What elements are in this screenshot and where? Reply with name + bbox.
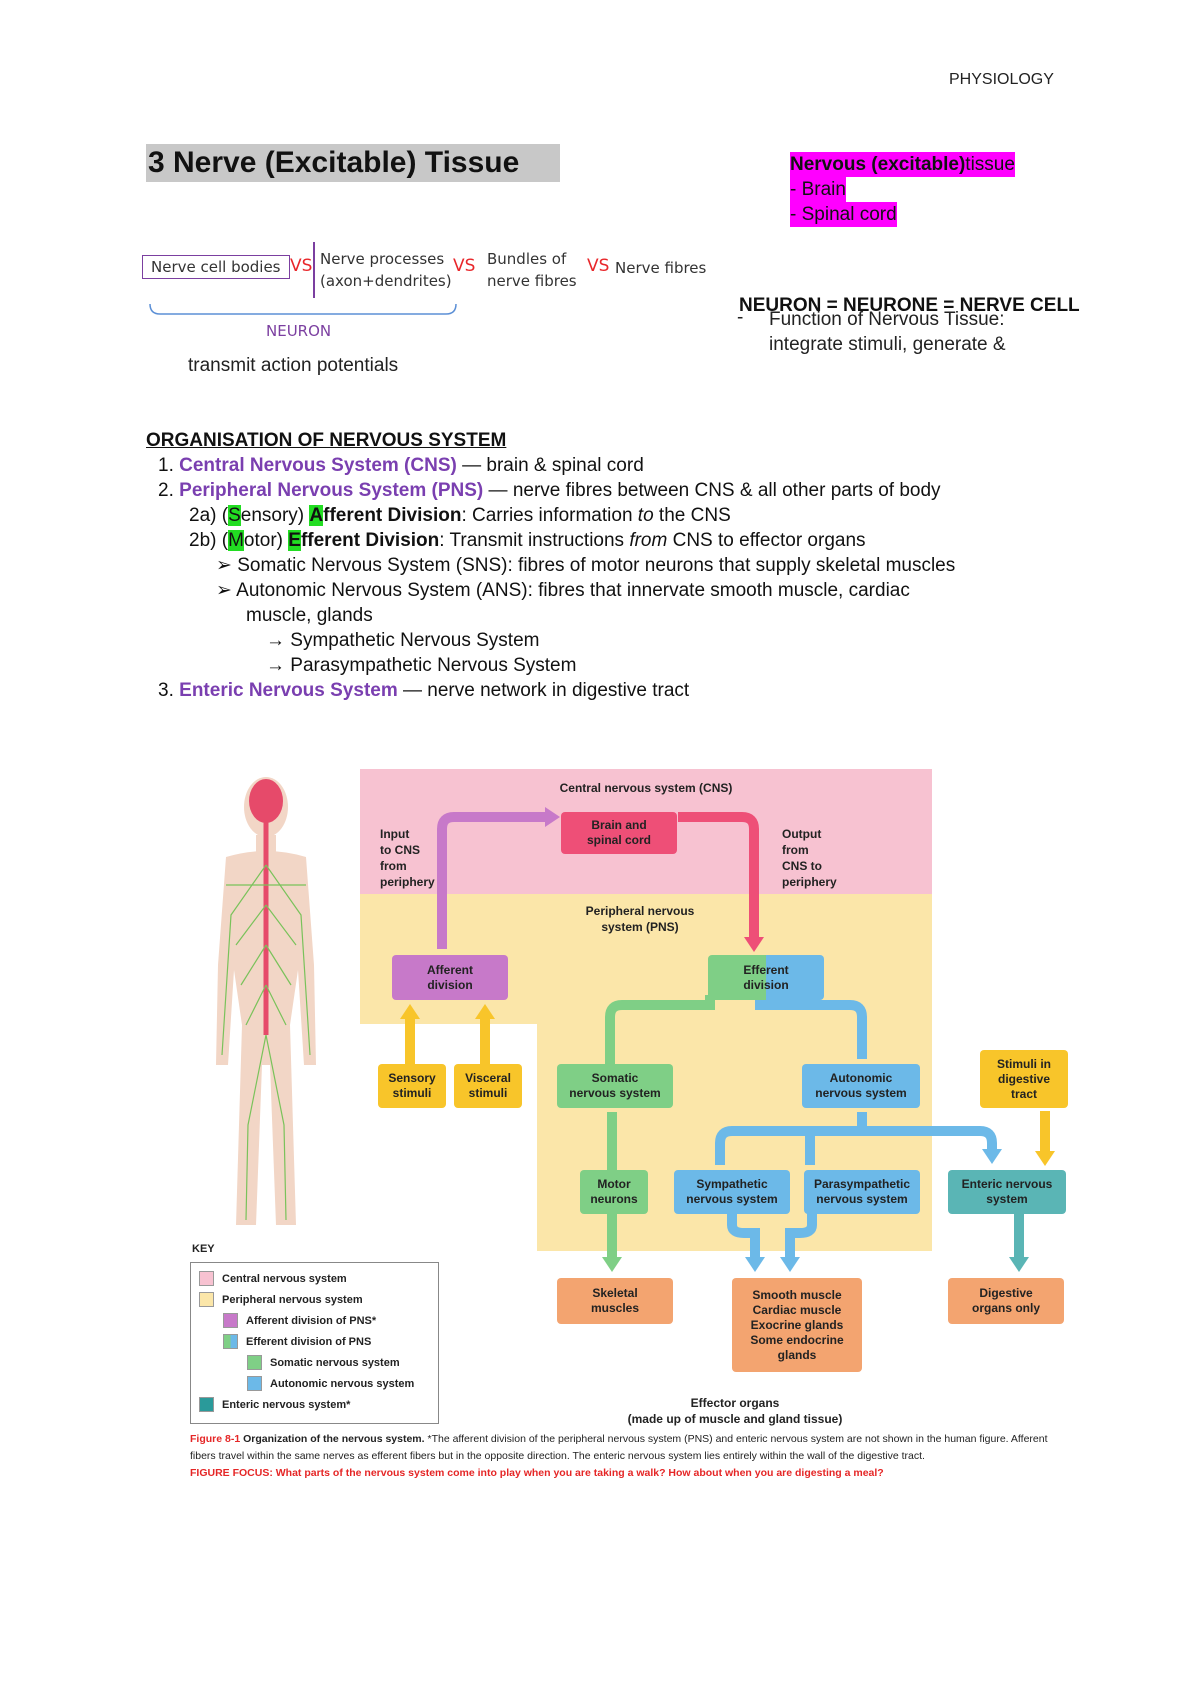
function-text-cont: transmit action potentials (188, 355, 399, 376)
bundles-label: Bundles of nerve fibres (487, 250, 577, 290)
vs-label: VS (453, 256, 476, 276)
organisation-heading: ORGANISATION OF NERVOUS SYSTEM (146, 430, 507, 451)
vs-label: VS (587, 256, 610, 276)
subject-header: PHYSIOLOGY (949, 71, 1054, 88)
list-item: muscle, glands (246, 605, 373, 626)
flow-arrows (400, 807, 1055, 1272)
page-title: 3 Nerve (Excitable) Tissue (146, 144, 560, 182)
nerve-cell-bodies-box: Nerve cell bodies (142, 255, 290, 279)
list-item: 3. Enteric Nervous System — nerve networ… (158, 680, 690, 701)
nerve-fibres-label: Nerve fibres (615, 259, 707, 277)
function-text: Function of Nervous Tissue: integrate st… (769, 309, 1006, 355)
key-title: KEY (192, 1243, 215, 1255)
list-item: → Parasympathetic Nervous System (266, 655, 577, 676)
vs-label: VS (290, 256, 313, 276)
swatch-icon (199, 1397, 214, 1412)
neuron-label: NEURON (266, 322, 332, 340)
human-figure-illustration (216, 777, 316, 1225)
neuron-brace (149, 303, 457, 315)
list-item: → Sympathetic Nervous System (266, 630, 540, 651)
effector-organs-label: Effector organs(made up of muscle and gl… (627, 1396, 843, 1426)
nervous-tissue-item: - Spinal cord (790, 202, 897, 227)
organisation-section: ORGANISATION OF NERVOUS SYSTEM 1. Centra… (146, 428, 955, 703)
swatch-icon (223, 1313, 238, 1328)
nervous-tissue-box: Nervous (excitable) tissue - Brain - Spi… (790, 152, 1015, 227)
list-item: 2b) (Motor) Efferent Division: Transmit … (189, 530, 866, 551)
list-item: ➢ Somatic Nervous System (SNS): fibres o… (216, 555, 956, 576)
list-item: 1. Central Nervous System (CNS) — brain … (158, 455, 644, 476)
cns-region-label: Central nervous system (CNS) (559, 781, 733, 795)
figure-focus: FIGURE FOCUS: What parts of the nervous … (190, 1467, 884, 1479)
figure-caption: Figure 8-1 Organization of the nervous s… (190, 1431, 1060, 1482)
list-item: 2a) (Sensory) Afferent Division: Carries… (189, 505, 731, 526)
nervous-tissue-heading: Nervous (excitable) tissue (790, 152, 1015, 177)
swatch-icon (199, 1292, 214, 1307)
swatch-icon (223, 1334, 238, 1349)
neuron-equation: NEURON = NEURONE = NERVE CELL (739, 295, 1080, 316)
list-item: ➢ Autonomic Nervous System (ANS): fibres… (216, 580, 910, 601)
function-bullet: - (737, 307, 744, 328)
figure-key: Central nervous system Peripheral nervou… (190, 1262, 439, 1424)
swatch-icon (247, 1376, 262, 1391)
nervous-tissue-item: - Brain (790, 177, 846, 202)
swatch-icon (247, 1355, 262, 1370)
nerve-processes-label: Nerve processes (axon+dendrites) (320, 250, 452, 290)
divider-line (313, 242, 315, 298)
list-item: 2. Peripheral Nervous System (PNS) — ner… (158, 480, 941, 501)
swatch-icon (199, 1271, 214, 1286)
